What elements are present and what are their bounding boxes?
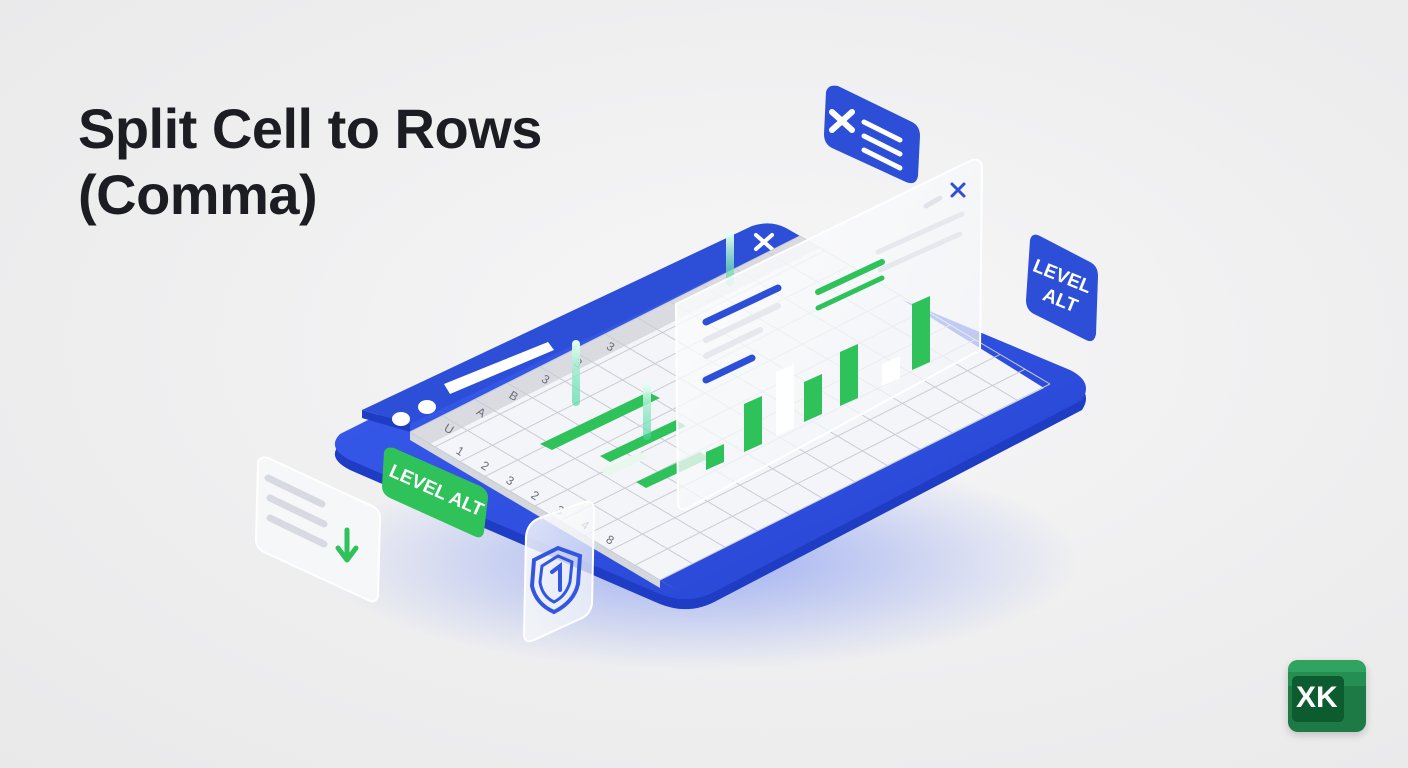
split-block-2: [600, 420, 686, 462]
split-block-4: [600, 452, 648, 476]
mini-bar: [706, 444, 724, 470]
title-line-2: (Comma): [78, 163, 318, 226]
window-dot-1[interactable]: [392, 412, 410, 426]
grid-line: [659, 383, 1051, 581]
glow-pillar-1: [572, 340, 580, 406]
glow-pillar-3: [726, 232, 734, 286]
close-x-icon[interactable]: [754, 233, 774, 251]
split-block-1: [540, 392, 660, 450]
download-arrow-icon[interactable]: [335, 527, 359, 563]
list-card-icon: [824, 85, 920, 184]
page-title: Split Cell to Rows (Comma): [78, 96, 638, 228]
mini-bar: [804, 374, 822, 422]
panel-accent-blue-1: [702, 284, 782, 326]
title-line-1: Split Cell to Rows: [78, 97, 542, 160]
shield-card: [522, 500, 596, 643]
shield-icon: [529, 545, 583, 615]
mini-bar: [744, 396, 762, 452]
grid-line: [609, 353, 1001, 551]
mini-bar: [776, 364, 794, 436]
logo-text: XK: [1296, 681, 1338, 714]
grid-line: [634, 368, 1026, 566]
mini-bar: [912, 296, 930, 370]
logo-stripe-top: [1288, 660, 1366, 672]
panel-accent-green-2: [815, 275, 885, 311]
level-alt-badge-blue: LEVEL ALT: [1026, 234, 1098, 342]
glow-pillar-2: [643, 382, 651, 440]
mini-bar: [840, 344, 858, 406]
close-x-icon[interactable]: [950, 182, 966, 198]
formula-bar[interactable]: [444, 342, 554, 394]
mini-bar-chart: [706, 296, 930, 470]
glass-chart-panel: [674, 158, 984, 511]
excel-xk-logo: XK: [1288, 660, 1366, 732]
logo-tile: [1292, 676, 1344, 722]
window-dot-2[interactable]: [418, 400, 436, 414]
grid-line: [409, 235, 801, 433]
download-card: [254, 456, 382, 603]
panel-accent-blue-2: [702, 354, 756, 384]
panel-accent-green-1: [815, 259, 885, 295]
mini-bar: [882, 356, 900, 386]
